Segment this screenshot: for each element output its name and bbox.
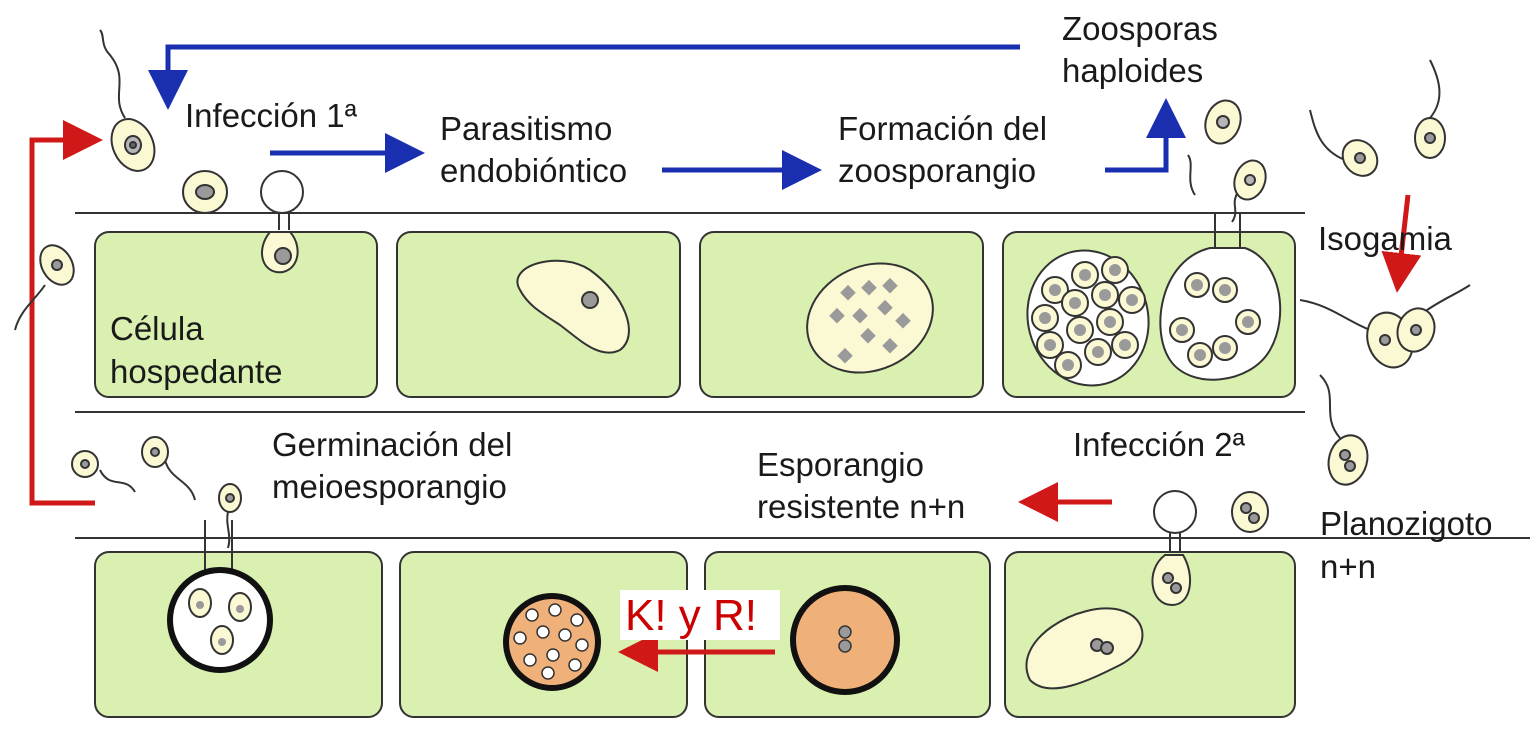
label-formacion-1: Formación del [838, 110, 1047, 147]
label-esporangio-1: Esporangio [757, 446, 924, 483]
label-isogamia: Isogamia [1318, 220, 1453, 257]
label-parasitismo-2: endobióntico [440, 152, 627, 189]
host-cell [94, 231, 378, 398]
labels: Zoosporas haploides Infección 1ª Parasit… [110, 10, 1492, 640]
planozygote [1319, 374, 1369, 486]
label-formacion-2: zoosporangio [838, 152, 1036, 189]
meiosporangium [503, 593, 601, 691]
label-germinacion-1: Germinación del [272, 426, 512, 463]
label-celula-1: Célula [110, 310, 204, 347]
label-planozigoto-2: n+n [1320, 548, 1376, 585]
mature-zoosporangium [1026, 249, 1150, 387]
label-kr: K! y R! [625, 591, 757, 640]
label-zoosporas-1: Zoosporas [1062, 10, 1218, 47]
developing-zoosporangium [806, 262, 934, 374]
discharging-zoosporangium [1159, 213, 1282, 381]
label-parasitismo-1: Parasitismo [440, 110, 612, 147]
meiozoospores [71, 436, 242, 549]
host-cell [396, 231, 681, 398]
arrow-zoospore-release [1105, 98, 1186, 173]
sexual-cycle-arrows [29, 120, 1422, 672]
label-germinacion-2: meioesporangio [272, 468, 507, 505]
endobiotic-parasite [516, 259, 630, 354]
label-infeccion-1: Infección 1ª [185, 97, 358, 134]
germinating-meiosporangium [167, 520, 273, 673]
fusing-gametes [1299, 284, 1471, 369]
zoospores [14, 29, 1267, 331]
label-zoosporas-2: haploides [1062, 52, 1203, 89]
gametes [1309, 59, 1446, 177]
return-arrow [148, 44, 1020, 110]
arrow-isogamia [1381, 194, 1422, 293]
return-arrow-red [29, 120, 103, 506]
resistant-sporangium [790, 585, 900, 695]
secondary-infection [1151, 490, 1269, 607]
label-esporangio-2: resistente n+n [757, 488, 965, 525]
label-celula-2: hospedante [110, 353, 283, 390]
endobiotic-zygote [1025, 607, 1144, 690]
encysted-zoospore [260, 170, 304, 214]
label-planozigoto-1: Planozigoto [1320, 505, 1492, 542]
asexual-cycle-arrows [148, 44, 1186, 190]
label-infeccion-2: Infección 2ª [1073, 426, 1246, 463]
